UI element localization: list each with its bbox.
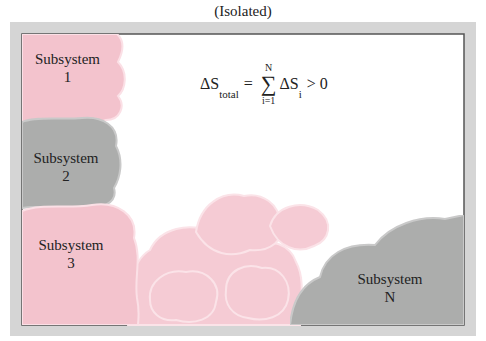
equation-symbol: = xyxy=(244,75,253,93)
equation-subscript: total xyxy=(219,88,239,100)
subsystem-label: Subsystem N xyxy=(355,270,425,306)
blob-outline xyxy=(290,215,464,325)
subsystem-label: Subsystem 1 xyxy=(33,50,103,86)
equation-symbol: > 0 xyxy=(307,75,328,93)
summation-group: N∑i=1 xyxy=(261,62,277,106)
entropy-equation: ΔStotal=N∑i=1ΔSi> 0 xyxy=(200,62,328,106)
subsystem-blob: Subsystem 2 xyxy=(22,116,122,211)
subsystem-blob: Subsystem N xyxy=(290,215,464,325)
equation-symbol: ΔS xyxy=(279,75,298,93)
sum-upper-limit: N xyxy=(265,62,272,73)
subsystem-label: Subsystem 2 xyxy=(31,149,101,185)
sum-sign: ∑ xyxy=(261,73,277,95)
subsystem-blob: Subsystem 1 xyxy=(22,34,127,122)
equation-subscript: i xyxy=(299,88,302,100)
equation-symbol: ΔS xyxy=(200,75,219,93)
inner-boundary xyxy=(22,34,464,325)
subsystem-label: Subsystem 3 xyxy=(36,236,106,272)
subsystem-blob: Subsystem 3 xyxy=(22,203,140,325)
sum-lower-limit: i=1 xyxy=(262,95,275,106)
blob-outline xyxy=(22,203,140,325)
system-heading: (Isolated) xyxy=(10,2,476,20)
blob-outline xyxy=(22,34,127,122)
outer-frame xyxy=(10,22,476,336)
isolated-system: (Isolated)Subsystem 1Subsystem 2Subsyste… xyxy=(10,22,476,336)
